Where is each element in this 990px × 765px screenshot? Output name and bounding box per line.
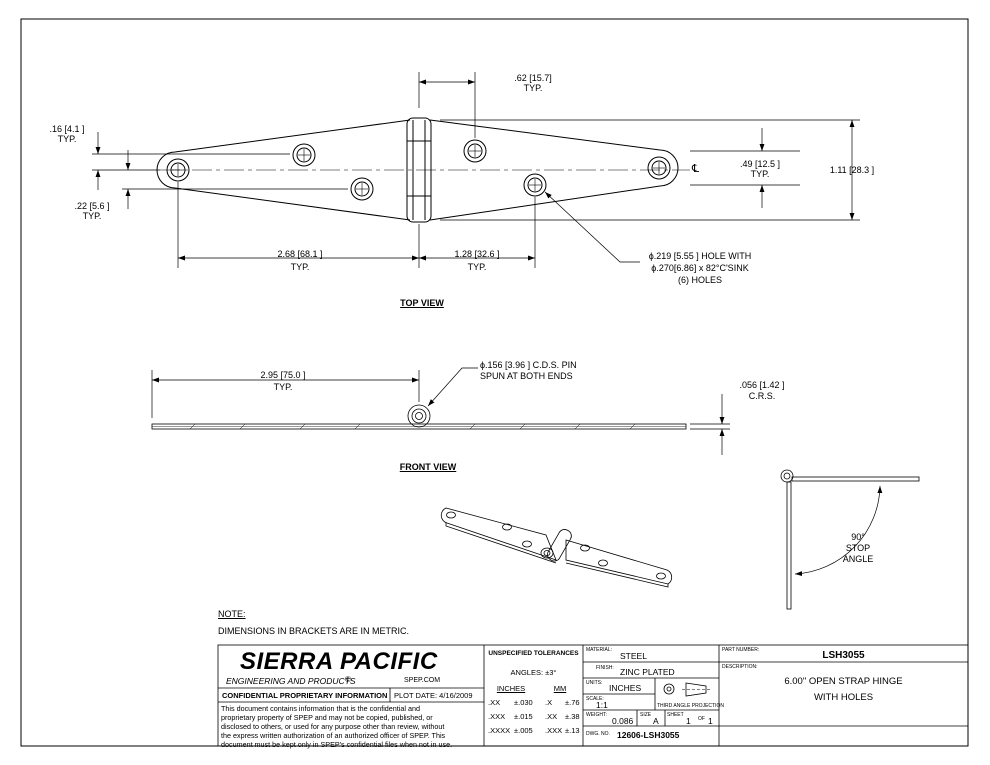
tol-in-key-3: .XXXX bbox=[488, 726, 511, 735]
stop-angle-line3: ANGLE bbox=[842, 554, 874, 564]
dim-leaf-length: 2.95 [75.0 ] bbox=[260, 370, 306, 380]
front-view-label: FRONT VIEW bbox=[399, 462, 457, 472]
sheet-key: SHEET bbox=[667, 712, 684, 718]
company-website: SPEP.COM bbox=[404, 677, 441, 684]
dim-hole-offset-lower: .22 [5.6 ] bbox=[74, 201, 110, 211]
dim-hole-offset-upper: .16 [4.1 ] bbox=[49, 124, 85, 134]
tol-mm-key-2: .XX bbox=[545, 712, 558, 721]
dim-hole-offset-lower-typ: TYP. bbox=[82, 211, 102, 221]
company-subtitle: ENGINEERING AND PRODUCTS bbox=[226, 676, 356, 686]
dim-hole-spacing: .62 [15.7] bbox=[514, 73, 552, 83]
stop-angle-line2: STOP bbox=[845, 543, 871, 553]
hole-callout-line3: (6) HOLES bbox=[677, 275, 722, 285]
hole-callout-line2: ϕ.270[6.86] x 82°C'SINK bbox=[651, 263, 749, 273]
copyright-symbol: © bbox=[345, 675, 351, 684]
material-key: MATERIAL: bbox=[586, 647, 613, 653]
pin-callout-line2: SPUN AT BOTH ENDS bbox=[480, 371, 573, 381]
tol-mm-val-3: ±.13 bbox=[565, 726, 580, 735]
tolerances-mm-heading: MM bbox=[553, 684, 567, 693]
dim-thickness: .056 [1.42 ] bbox=[739, 380, 785, 390]
tol-mm-key-1: .X bbox=[545, 698, 553, 707]
disclaimer-line1: This document contains information that … bbox=[221, 704, 420, 713]
stop-angle-drawing bbox=[780, 469, 920, 610]
tolerances-inches-heading: INCHES bbox=[496, 684, 526, 693]
size-value: A bbox=[653, 716, 659, 726]
weight-value: 0.086 bbox=[612, 716, 634, 726]
sheet-total: 1 bbox=[708, 716, 713, 726]
third-angle-projection-label: THIRD ANGLE PROJECTION bbox=[657, 703, 724, 709]
note-text: DIMENSIONS IN BRACKETS ARE IN METRIC. bbox=[218, 626, 410, 636]
dim-leaf-hole-span-typ: TYP. bbox=[290, 262, 310, 272]
material-value: STEEL bbox=[620, 651, 647, 661]
tol-in-key-2: .XXX bbox=[488, 712, 506, 721]
disclaimer-line3: disclosed to others, or used for any pur… bbox=[221, 722, 445, 731]
units-key: UNITS: bbox=[586, 680, 603, 686]
tolerances-heading: UNSPECIFIED TOLERANCES bbox=[488, 650, 579, 657]
dwg-no-key: DWG. NO. bbox=[586, 731, 610, 737]
dim-overall-width: 1.11 [28.3 ] bbox=[829, 165, 875, 175]
front-view-dimensions bbox=[151, 367, 730, 455]
tolerances-angles: ANGLES: ±3° bbox=[510, 668, 557, 677]
front-view-drawing bbox=[151, 404, 687, 430]
tol-mm-val-1: ±.76 bbox=[565, 698, 580, 707]
confidential-heading: CONFIDENTIAL PROPRIETARY INFORMATION bbox=[222, 691, 388, 700]
top-view-drawing bbox=[156, 117, 690, 223]
weight-key: WEIGHT: bbox=[586, 712, 607, 718]
tol-in-val-3: ±.005 bbox=[514, 726, 533, 735]
tol-mm-val-2: ±.38 bbox=[565, 712, 580, 721]
finish-value: ZINC PLATED bbox=[620, 667, 675, 677]
hole-callout-line1: ϕ.219 [5.55 ] HOLE WITH bbox=[648, 251, 752, 261]
tol-in-key-1: .XX bbox=[488, 698, 501, 707]
part-number-key: PART NUMBER: bbox=[722, 647, 760, 653]
tol-in-val-2: ±.015 bbox=[514, 712, 533, 721]
dim-pin-hole-span-typ: TYP. bbox=[467, 262, 487, 272]
dim-thickness-material: C.R.S. bbox=[748, 391, 776, 401]
of-key: OF bbox=[698, 716, 705, 722]
stop-angle-value: 90° bbox=[851, 532, 865, 542]
note-title: NOTE: bbox=[218, 609, 246, 619]
dim-pin-hole-span: 1.28 [32.6 ] bbox=[454, 249, 500, 259]
plot-date: PLOT DATE: 4/16/2009 bbox=[394, 691, 473, 700]
top-view-label: TOP VIEW bbox=[400, 298, 444, 308]
description-line2: WITH HOLES bbox=[813, 692, 874, 703]
dim-hole-row-spacing: .49 [12.5 ] bbox=[739, 159, 781, 169]
pin-callout-line1: ϕ.156 [3.96 ] C.D.S. PIN bbox=[480, 360, 577, 370]
company-logo-name: SIERRA PACIFIC bbox=[240, 648, 438, 675]
tol-mm-key-3: .XXX bbox=[545, 726, 563, 735]
sheet-value: 1 bbox=[686, 716, 691, 726]
tol-in-val-1: ±.030 bbox=[514, 698, 533, 707]
title-block-grid bbox=[217, 644, 969, 747]
size-key: SIZE bbox=[640, 712, 652, 718]
top-view-dimensions bbox=[92, 72, 860, 268]
scale-key: SCALE: bbox=[586, 696, 604, 702]
description-line1: 6.00" OPEN STRAP HINGE bbox=[784, 676, 903, 687]
disclaimer-line5: document must be kept only in SPEP's con… bbox=[221, 740, 453, 749]
dim-hole-spacing-typ: TYP. bbox=[523, 83, 543, 93]
description-key: DESCRIPTION: bbox=[722, 664, 758, 670]
dim-leaf-hole-span: 2.68 [68.1 ] bbox=[277, 249, 323, 259]
dim-hole-row-spacing-typ: TYP. bbox=[750, 169, 770, 179]
disclaimer-line2: proprietary property of SPEP and may not… bbox=[221, 713, 433, 722]
units-value: INCHES bbox=[609, 683, 642, 693]
dim-leaf-length-typ: TYP. bbox=[273, 382, 293, 392]
dwg-no-value: 12606-LSH3055 bbox=[617, 730, 680, 740]
finish-key: FINISH: bbox=[596, 665, 614, 671]
top-view-holes bbox=[166, 139, 671, 201]
centerline-symbol: ℄ bbox=[692, 163, 700, 175]
isometric-hinge-drawing bbox=[440, 507, 673, 588]
scale-value: 1:1 bbox=[596, 700, 608, 710]
dim-hole-offset-upper-typ: TYP. bbox=[57, 134, 77, 144]
disclaimer-line4: the express written authorization of an … bbox=[221, 731, 446, 740]
part-number-value: LSH3055 bbox=[822, 650, 865, 661]
